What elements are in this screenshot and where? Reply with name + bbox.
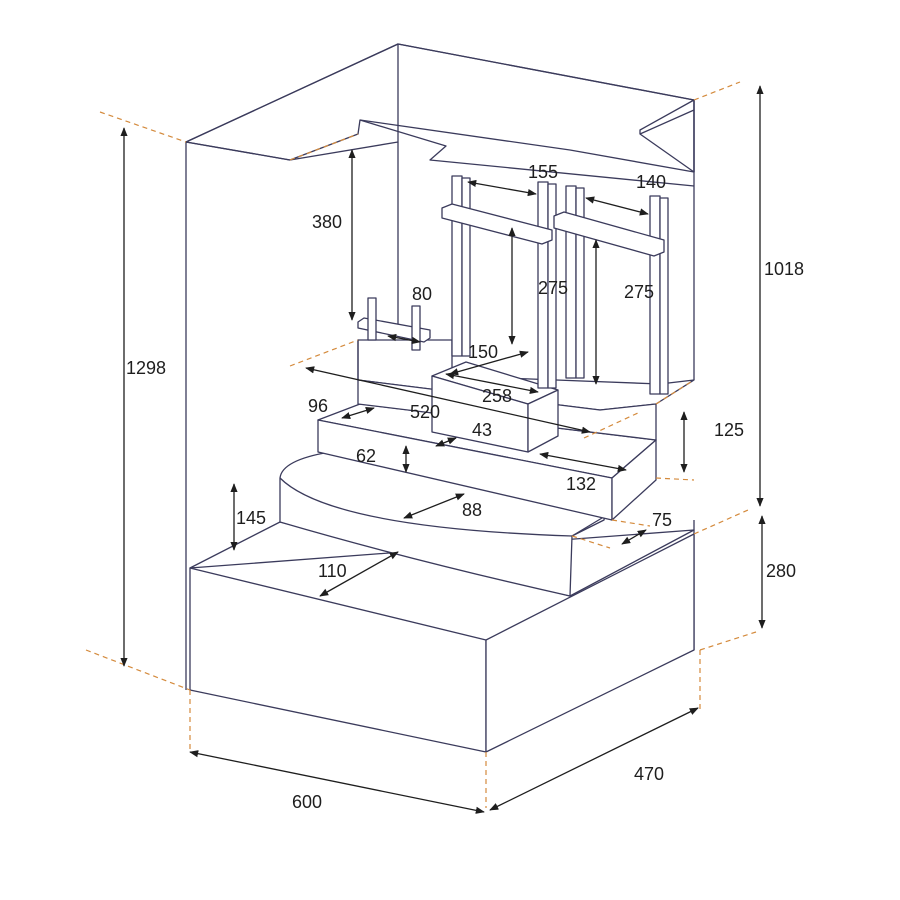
extension-guides <box>85 81 757 808</box>
label-arc-depth: 88 <box>462 500 482 520</box>
label-width: 600 <box>292 792 322 812</box>
label-tier-width-132: 132 <box>566 474 596 494</box>
guide-top-left <box>99 111 187 143</box>
candle-right <box>411 305 421 351</box>
guide-step-top <box>655 379 695 405</box>
label-offset-62: 62 <box>356 446 376 466</box>
label-rail-width-right: 140 <box>636 172 666 192</box>
label-pillar-left: 275 <box>538 278 568 298</box>
label-small-box-w: 150 <box>468 342 498 362</box>
pillar-left-b <box>461 177 471 357</box>
label-depth: 470 <box>634 764 664 784</box>
curved-tier-arc <box>279 477 573 537</box>
label-small-box-d: 258 <box>482 386 512 406</box>
crossbar-left <box>441 203 553 245</box>
base-right-face <box>485 533 695 753</box>
dim-600 <box>189 750 485 814</box>
dim-80 <box>387 333 421 345</box>
label-pillar-right: 275 <box>624 282 654 302</box>
label-tier-width-520: 520 <box>410 402 440 422</box>
label-offset-43: 43 <box>472 420 492 440</box>
label-side-75: 75 <box>652 510 672 530</box>
dim-155 <box>467 179 537 197</box>
guide-inner-step <box>583 411 641 439</box>
label-step-height: 125 <box>714 420 744 440</box>
label-tier-depth-96: 96 <box>308 396 328 416</box>
dimension-labels: 1298 1018 280 600 470 125 145 380 155 14… <box>126 162 804 812</box>
crossbar-right <box>553 211 665 257</box>
label-upper-height: 1018 <box>764 259 804 279</box>
ceiling-edge <box>289 100 695 173</box>
guide-base-right <box>693 509 749 535</box>
pillar-right-b <box>659 197 669 395</box>
base-left-face <box>189 567 487 753</box>
cabinet-shell <box>185 43 695 690</box>
crossbars <box>441 203 665 257</box>
guide-top-right <box>693 81 741 101</box>
guide-75 <box>611 519 651 527</box>
candle-left <box>367 297 377 341</box>
dim-132 <box>539 451 627 473</box>
label-rail-width-left: 155 <box>528 162 558 182</box>
cabinet-outline <box>185 43 695 690</box>
label-shelf-back: 380 <box>312 212 342 232</box>
ceiling-front <box>359 119 695 187</box>
dim-520 <box>305 366 591 434</box>
dim-110 <box>319 551 399 597</box>
dim-75 <box>621 529 647 545</box>
dimension-lines <box>120 85 766 814</box>
dim-140 <box>585 196 649 216</box>
guide-ceiling <box>289 133 359 161</box>
guide-bottom-left <box>85 649 191 691</box>
label-front-tier-height: 145 <box>236 508 266 528</box>
pillar-left-a <box>451 175 463 357</box>
dim-470 <box>489 707 699 811</box>
label-candle-stand: 80 <box>412 284 432 304</box>
dim-43 <box>435 437 457 447</box>
middle-step-right <box>611 439 657 521</box>
guide-upper-left <box>289 339 359 367</box>
label-front-depth: 110 <box>318 561 347 581</box>
guide-arc-right <box>571 535 611 549</box>
label-overall-height: 1298 <box>126 358 166 378</box>
guide-step-low <box>655 477 695 481</box>
label-base-height: 280 <box>766 561 796 581</box>
guide-base-bottom <box>699 631 757 651</box>
cabinet-back-wall <box>397 43 695 173</box>
cabinet-left-wall <box>185 43 399 161</box>
dim-88 <box>403 493 465 519</box>
